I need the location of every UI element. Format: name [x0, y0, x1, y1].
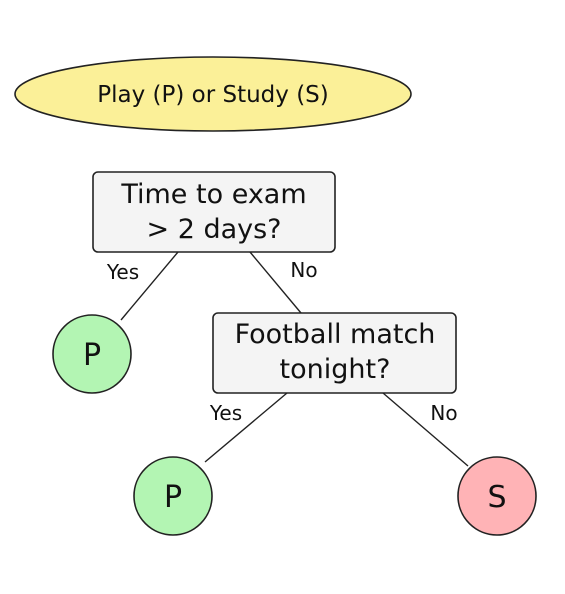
- root-decision-node: Time to exam > 2 days?: [92, 171, 336, 253]
- leaf-football-yes-label: P: [164, 480, 182, 515]
- football-decision-line1: Football match: [235, 319, 436, 350]
- title-node: Play (P) or Study (S): [14, 56, 412, 132]
- edge-root-yes: [120, 251, 179, 321]
- leaf-root-yes-label: P: [83, 338, 101, 373]
- leaf-football-yes-circle: [133, 456, 213, 536]
- edge-label-football-no: No: [430, 401, 457, 425]
- leaf-root-yes-circle: [52, 314, 132, 394]
- edge-label-root-no: No: [290, 258, 317, 282]
- football-decision-line2: tonight?: [280, 354, 391, 385]
- edge-football-no: [382, 392, 469, 467]
- edge-label-root-yes: Yes: [106, 260, 139, 284]
- root-decision-line2: > 2 days?: [146, 214, 281, 245]
- title-ellipse: [14, 56, 412, 132]
- football-decision-node: Football match tonight?: [212, 312, 457, 394]
- edge-label-football-yes: Yes: [209, 401, 242, 425]
- edges: [120, 251, 469, 467]
- leaf-football-no: S: [457, 456, 537, 536]
- leaf-football-yes: P: [133, 456, 213, 536]
- root-decision-box: [92, 171, 336, 253]
- leaf-football-no-label: S: [487, 480, 506, 515]
- football-decision-box: [212, 312, 457, 394]
- root-decision-line1: Time to exam: [120, 179, 306, 210]
- edge-root-no: [249, 251, 302, 314]
- leaf-root-yes: P: [52, 314, 132, 394]
- edge-football-yes: [204, 392, 288, 463]
- leaf-football-no-circle: [457, 456, 537, 536]
- title-text: Play (P) or Study (S): [97, 82, 329, 108]
